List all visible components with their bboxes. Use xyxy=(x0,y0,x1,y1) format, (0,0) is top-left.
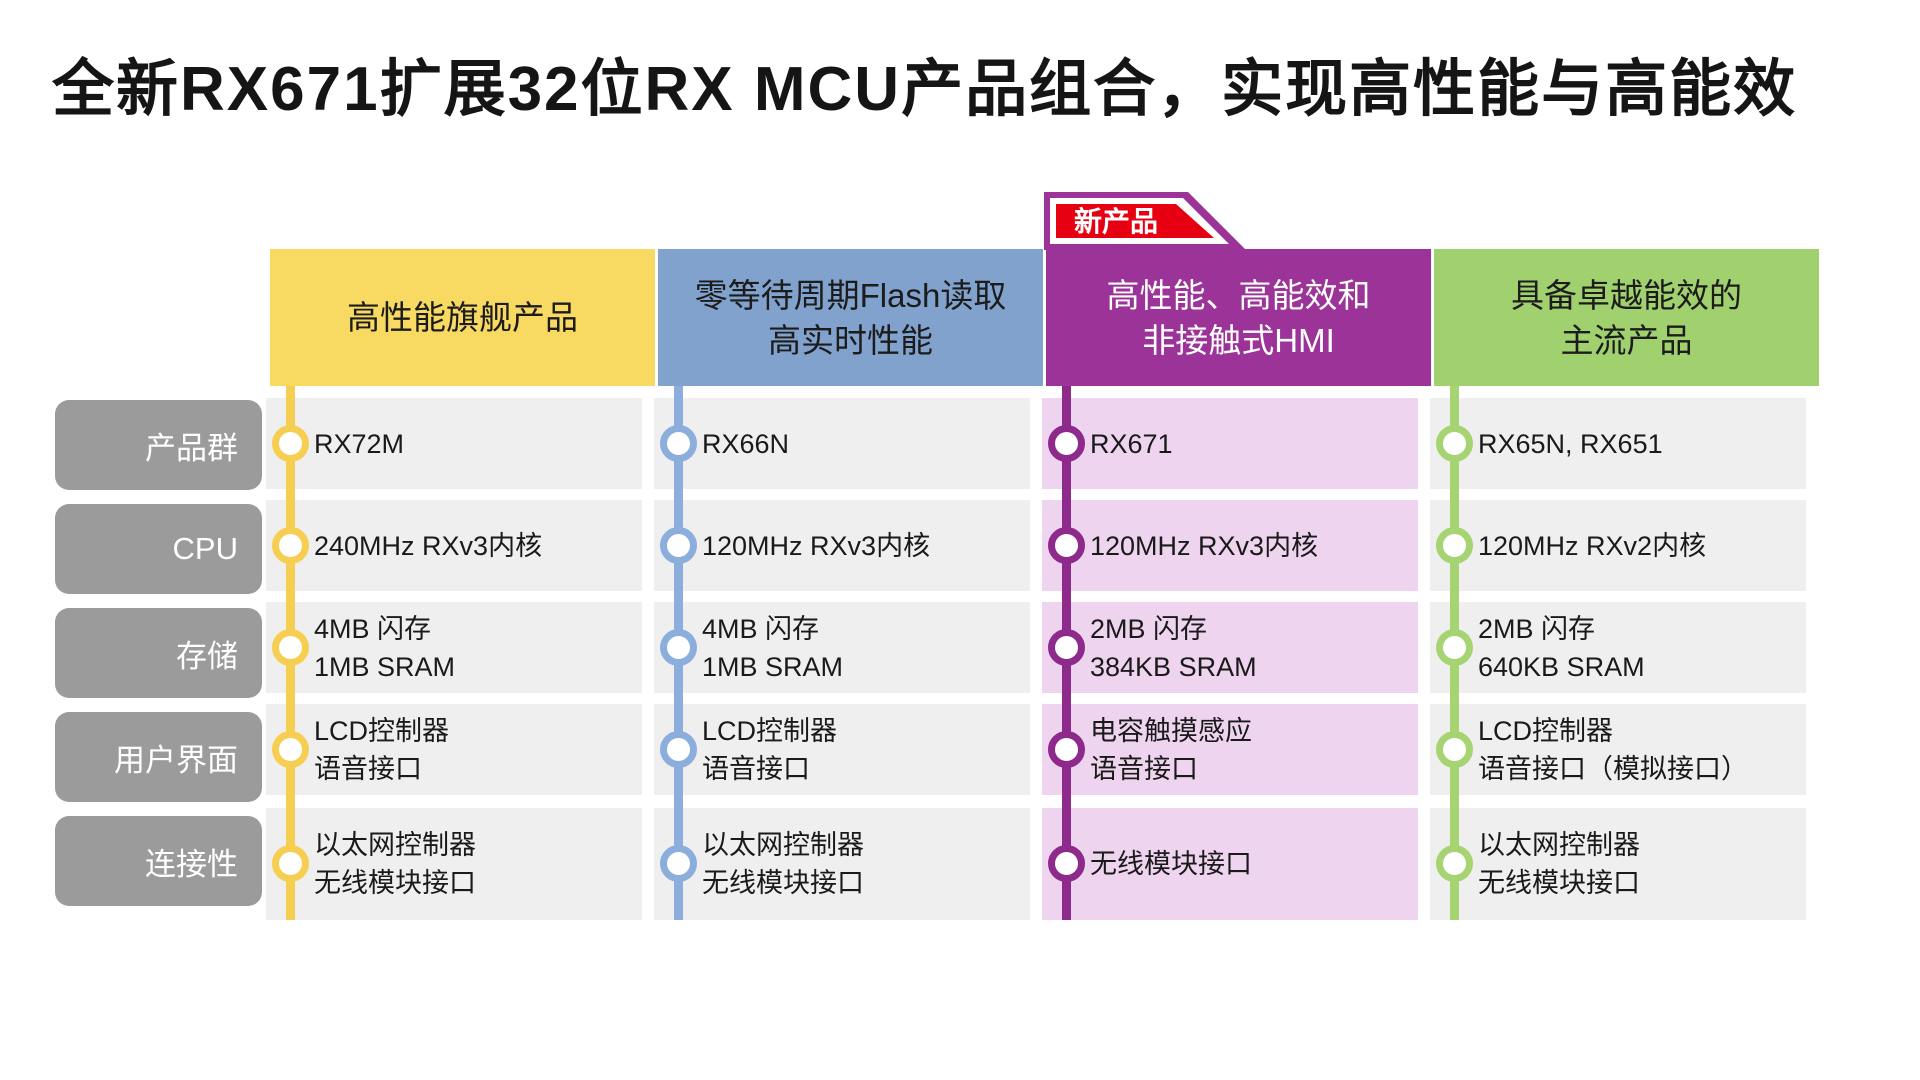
cell-line: 以太网控制器 xyxy=(314,830,476,860)
cell-line: 语音接口 xyxy=(702,753,810,784)
cell-line: 240MHz RXv3内核 xyxy=(314,530,543,561)
cell-rx671-product-group: RX671 xyxy=(1042,398,1418,489)
column-header-flagship: 高性能旗舰产品 xyxy=(270,249,655,386)
cell-line: 电容触摸感应 xyxy=(1090,715,1252,746)
timeline-node xyxy=(1048,425,1085,462)
cell-line: RX671 xyxy=(1090,428,1173,459)
timeline-node xyxy=(1048,629,1085,666)
cell-line: 2MB 闪存 xyxy=(1090,613,1208,644)
row-label-user-interface: 用户界面 xyxy=(55,712,262,802)
page-title: 全新RX671扩展32位RX MCU产品组合，实现高性能与高能效 xyxy=(52,55,1798,124)
cell-line: 120MHz RXv2内核 xyxy=(1478,530,1707,561)
cell-line: RX65N, RX651 xyxy=(1478,428,1663,459)
row-label-product-group: 产品群 xyxy=(55,400,262,490)
column-header-line: 高性能、高能效和 xyxy=(1106,276,1371,314)
cell-line: 无线模块接口 xyxy=(1090,849,1252,879)
cell-line: 无线模块接口 xyxy=(702,868,864,898)
new-product-badge: 新产品 xyxy=(1044,192,1246,250)
row-label-memory: 存储 xyxy=(55,608,262,698)
cell-zerowait-product-group: RX66N xyxy=(654,398,1030,489)
cell-flagship-connectivity: 以太网控制器 无线模块接口 xyxy=(266,808,642,920)
column-header-zero-wait-flash: 零等待周期Flash读取 高实时性能 xyxy=(658,249,1043,386)
cell-flagship-memory: 4MB 闪存 1MB SRAM xyxy=(266,602,642,693)
cell-flagship-product-group: RX72M xyxy=(266,398,642,489)
timeline-node xyxy=(1048,731,1085,768)
timeline-node xyxy=(272,731,309,768)
cell-line: 以太网控制器 xyxy=(702,830,864,860)
column-header-line: 非接触式HMI xyxy=(1142,321,1335,359)
cell-line: 384KB SRAM xyxy=(1090,651,1257,682)
cell-mainstream-user-interface: LCD控制器 语音接口（模拟接口） xyxy=(1430,704,1806,795)
timeline-node xyxy=(660,527,697,564)
badge-label: 新产品 xyxy=(1074,206,1158,237)
cell-rx671-memory: 2MB 闪存 384KB SRAM xyxy=(1042,602,1418,693)
cell-line: 1MB SRAM xyxy=(314,651,456,682)
cell-line: 语音接口 xyxy=(314,753,422,784)
cell-zerowait-memory: 4MB 闪存 1MB SRAM xyxy=(654,602,1030,693)
cell-line: RX66N xyxy=(702,428,790,459)
cell-mainstream-cpu: 120MHz RXv2内核 xyxy=(1430,500,1806,591)
cell-line: 1MB SRAM xyxy=(702,651,844,682)
timeline-node xyxy=(660,845,697,882)
cell-line: 2MB 闪存 xyxy=(1478,613,1596,644)
cell-mainstream-connectivity: 以太网控制器 无线模块接口 xyxy=(1430,808,1806,920)
cell-line: LCD控制器 xyxy=(702,715,838,746)
cell-zerowait-connectivity: 以太网控制器 无线模块接口 xyxy=(654,808,1030,920)
timeline-node xyxy=(1436,731,1473,768)
cell-rx671-user-interface: 电容触摸感应 语音接口 xyxy=(1042,704,1418,795)
cell-line: 640KB SRAM xyxy=(1478,651,1645,682)
timeline-node xyxy=(1436,425,1473,462)
cell-zerowait-cpu: 120MHz RXv3内核 xyxy=(654,500,1030,591)
cell-flagship-cpu: 240MHz RXv3内核 xyxy=(266,500,642,591)
timeline-node xyxy=(660,425,697,462)
cell-flagship-user-interface: LCD控制器 语音接口 xyxy=(266,704,642,795)
cell-mainstream-product-group: RX65N, RX651 xyxy=(1430,398,1806,489)
cell-mainstream-memory: 2MB 闪存 640KB SRAM xyxy=(1430,602,1806,693)
timeline-node xyxy=(272,629,309,666)
column-header-line: 主流产品 xyxy=(1560,321,1693,359)
column-header-line: 高实时性能 xyxy=(768,321,933,359)
timeline-node xyxy=(660,731,697,768)
timeline-node xyxy=(1436,845,1473,882)
cell-line: LCD控制器 xyxy=(314,715,450,746)
column-header-mainstream: 具备卓越能效的 主流产品 xyxy=(1434,249,1819,386)
cell-line: 4MB 闪存 xyxy=(314,613,432,644)
timeline-node xyxy=(1048,527,1085,564)
cell-line: RX72M xyxy=(314,428,405,459)
cell-line: 120MHz RXv3内核 xyxy=(702,530,931,561)
timeline-node xyxy=(272,527,309,564)
timeline-node xyxy=(272,425,309,462)
cell-line: 无线模块接口 xyxy=(314,868,476,898)
cell-line: 4MB 闪存 xyxy=(702,613,820,644)
cell-line: 以太网控制器 xyxy=(1478,830,1640,860)
cell-line: 语音接口 xyxy=(1090,753,1198,784)
row-label-connectivity: 连接性 xyxy=(55,816,262,906)
timeline-node xyxy=(1436,629,1473,666)
column-header-line: 具备卓越能效的 xyxy=(1511,276,1742,314)
cell-line: 语音接口（模拟接口） xyxy=(1478,753,1748,784)
cell-zerowait-user-interface: LCD控制器 语音接口 xyxy=(654,704,1030,795)
cell-rx671-cpu: 120MHz RXv3内核 xyxy=(1042,500,1418,591)
cell-line: LCD控制器 xyxy=(1478,715,1614,746)
timeline-node xyxy=(660,629,697,666)
column-header-line: 高性能旗舰产品 xyxy=(347,299,578,336)
timeline-node xyxy=(272,845,309,882)
timeline-node xyxy=(1436,527,1473,564)
cell-line: 120MHz RXv3内核 xyxy=(1090,530,1319,561)
column-header-line: 零等待周期Flash读取 xyxy=(694,276,1007,314)
cell-rx671-connectivity: 无线模块接口 xyxy=(1042,808,1418,920)
timeline-node xyxy=(1048,845,1085,882)
column-header-new-rx671: 高性能、高能效和 非接触式HMI xyxy=(1046,249,1431,386)
row-label-cpu: CPU xyxy=(55,504,262,594)
cell-line: 无线模块接口 xyxy=(1478,868,1640,898)
badge-red-shape xyxy=(1056,204,1214,238)
